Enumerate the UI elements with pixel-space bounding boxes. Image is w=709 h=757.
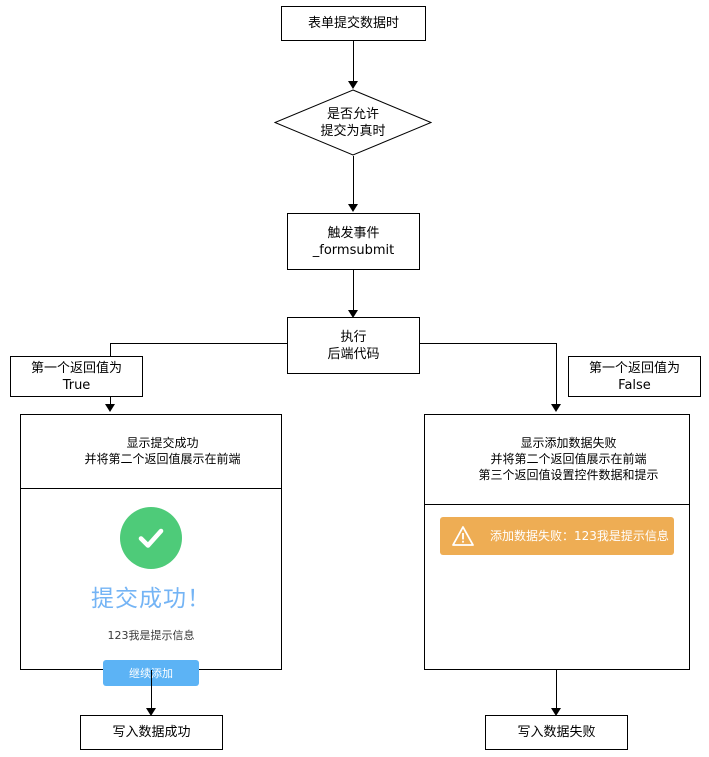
connector-decision-to-trigger <box>353 156 354 205</box>
error-alert-text: 添加数据失败：123我是提示信息 <box>490 529 669 543</box>
arrow-success-panel-to-end <box>146 708 156 716</box>
connector-fail-panel-to-end <box>556 670 557 711</box>
fail-panel-header: 显示添加数据失败 并将第二个返回值展示在前端 第三个返回值设置控件数据和提示 <box>425 415 689 505</box>
arrow-execute-to-success-panel <box>105 404 115 412</box>
success-panel: 显示提交成功 并将第二个返回值展示在前端 提交成功！ 123我是提示信息 继续添… <box>20 414 282 686</box>
arrow-decision-to-trigger <box>348 204 358 212</box>
check-mark-glyph <box>138 528 164 548</box>
fail-panel: 显示添加数据失败 并将第二个返回值展示在前端 第三个返回值设置控件数据和提示 添… <box>424 414 690 670</box>
arrow-start-to-decision <box>348 81 358 89</box>
node-branch-true: 第一个返回值为 True <box>10 356 143 397</box>
connector-execute-left-horizontal <box>110 343 287 344</box>
arrow-trigger-to-execute <box>348 310 358 318</box>
node-execute-line1: 执行 <box>340 329 367 345</box>
connector-execute-right-vertical <box>556 343 557 405</box>
node-execute-line2: 后端代码 <box>327 346 380 362</box>
node-start: 表单提交数据时 <box>281 6 426 41</box>
diamond-shape <box>274 89 432 156</box>
node-end-fail: 写入数据失败 <box>485 715 628 750</box>
success-panel-header: 显示提交成功 并将第二个返回值展示在前端 <box>21 415 281 489</box>
node-decision: 是否允许 提交为真时 <box>274 89 432 156</box>
warning-triangle-icon <box>452 525 474 547</box>
node-start-line1: 表单提交数据时 <box>307 16 399 31</box>
fail-panel-body: 添加数据失败：123我是提示信息 <box>425 505 689 669</box>
node-branch-true-line2: True <box>62 377 91 393</box>
success-panel-header-line2: 并将第二个返回值展示在前端 <box>84 452 241 466</box>
success-message: 123我是提示信息 <box>107 629 195 642</box>
node-decision-line1: 是否允许 <box>326 106 379 122</box>
node-branch-false-line2: False <box>618 377 651 393</box>
node-branch-false-line1: 第一个返回值为 <box>588 360 680 376</box>
arrow-fail-panel-to-end <box>551 708 561 716</box>
node-execute-backend: 执行 后端代码 <box>287 317 420 374</box>
node-decision-line2: 提交为真时 <box>320 123 386 139</box>
success-title: 提交成功！ <box>91 586 211 612</box>
node-branch-false: 第一个返回值为 False <box>568 356 701 397</box>
connector-trigger-to-execute <box>353 270 354 311</box>
fail-panel-header-line3: 第三个返回值设置控件数据和提示 <box>478 468 659 482</box>
connector-execute-right-horizontal <box>420 343 556 344</box>
fail-panel-header-line1: 显示添加数据失败 <box>520 436 617 450</box>
node-end-success: 写入数据成功 <box>80 715 223 750</box>
node-trigger-event: 触发事件 _formsubmit <box>287 213 420 270</box>
connector-success-panel-to-end <box>151 670 152 711</box>
node-end-fail-line1: 写入数据失败 <box>517 725 596 740</box>
fail-panel-header-line2: 并将第二个返回值展示在前端 <box>490 452 647 466</box>
success-panel-body: 提交成功！ 123我是提示信息 继续添加 <box>21 489 281 686</box>
success-panel-header-line1: 显示提交成功 <box>126 436 199 450</box>
node-decision-text: 是否允许 提交为真时 <box>274 89 432 156</box>
node-trigger-line2: _formsubmit <box>312 242 395 258</box>
connector-start-to-decision <box>353 41 354 82</box>
error-alert-banner: 添加数据失败：123我是提示信息 <box>440 517 674 555</box>
node-branch-true-line1: 第一个返回值为 <box>30 360 122 376</box>
arrow-execute-to-fail-panel <box>551 404 561 412</box>
node-trigger-line1: 触发事件 <box>327 225 380 241</box>
node-end-success-line1: 写入数据成功 <box>112 725 191 740</box>
check-circle-icon <box>120 507 182 569</box>
